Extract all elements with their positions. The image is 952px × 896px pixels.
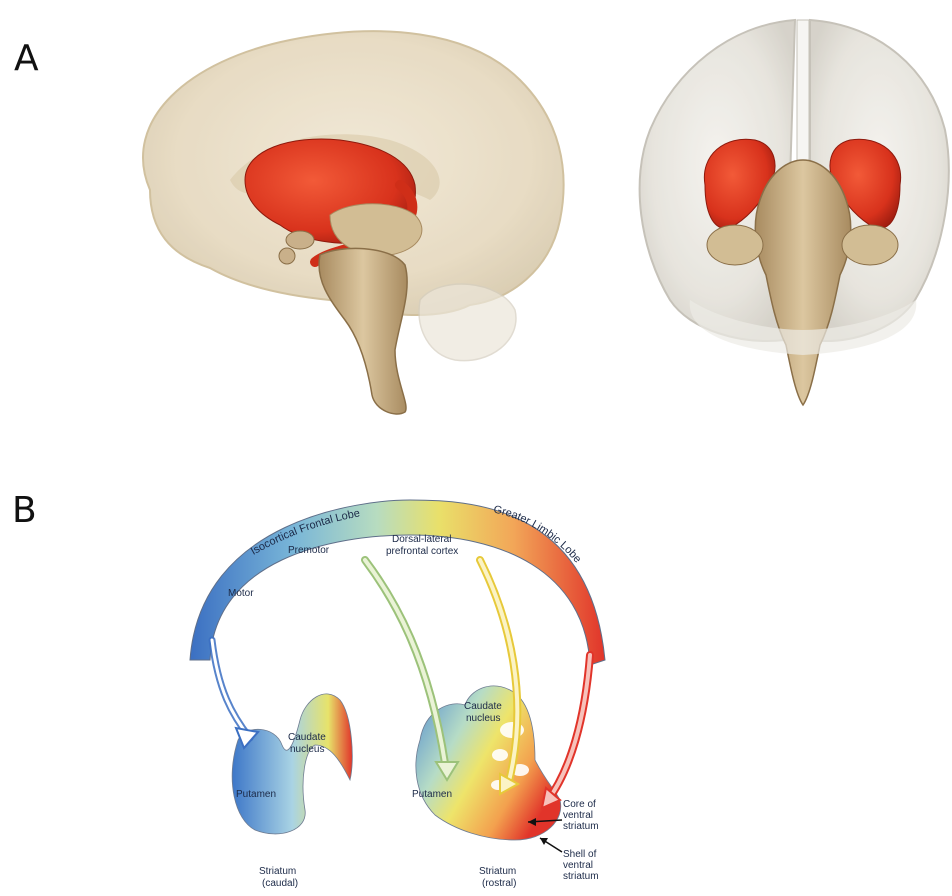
brainstem-coronal — [755, 160, 850, 405]
shell-label-line1: Shell of — [563, 849, 597, 860]
core-label-line2: ventral — [563, 810, 593, 821]
rostral-caudate-line1: Caudate — [464, 701, 502, 712]
right-thalamus-coronal — [842, 225, 898, 265]
limbic-arrow — [548, 655, 590, 800]
rostral-caudate-line2: nucleus — [466, 713, 500, 724]
limbic-arrow-inner — [548, 655, 590, 800]
internal-capsule-strand — [492, 749, 508, 761]
premotor-label: Premotor — [288, 545, 330, 556]
shell-label-line3: striatum — [563, 871, 599, 882]
rostral-caption-line2: (rostral) — [482, 878, 516, 889]
motor-arrow-inner — [212, 640, 250, 738]
caudal-striatum: Caudate nucleus Putamen Striatum (caudal… — [232, 694, 352, 889]
dlpfc-label-line1: Dorsal-lateral — [392, 534, 451, 545]
core-label-line1: Core of — [563, 799, 596, 810]
rostral-caption-line1: Striatum — [479, 866, 516, 877]
interhemispheric-fissure — [797, 20, 809, 180]
dlpfc-label-line2: prefrontal cortex — [386, 546, 458, 557]
caudal-putamen-label: Putamen — [236, 789, 276, 800]
shell-label-line2: ventral — [563, 860, 593, 871]
sagittal-brain-view — [143, 31, 564, 414]
caudal-caudate-line2: nucleus — [290, 744, 324, 755]
caudal-caption-line1: Striatum — [259, 866, 296, 877]
motor-label: Motor — [228, 588, 254, 599]
left-thalamus-coronal — [707, 225, 763, 265]
brainstem-sagittal — [319, 248, 407, 414]
caudal-putamen-shape — [232, 694, 352, 834]
core-label-line3: striatum — [563, 821, 599, 832]
coronal-brain-view — [640, 20, 949, 405]
frontal-lobe-arc: Isocortical Frontal Lobe Greater Limbic … — [190, 500, 605, 665]
caudal-caption-line2: (caudal) — [262, 878, 298, 889]
amygdala-sagittal — [286, 231, 314, 249]
caudal-caudate-line1: Caudate — [288, 732, 326, 743]
motor-arrow — [212, 640, 250, 738]
pituitary — [279, 248, 295, 264]
cerebellum — [419, 284, 516, 361]
rostral-putamen-label: Putamen — [412, 789, 452, 800]
